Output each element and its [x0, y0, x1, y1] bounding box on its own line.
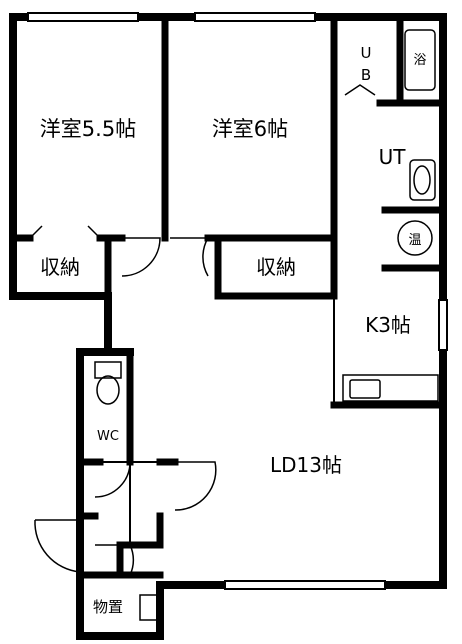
bathtub — [404, 29, 436, 91]
washer-drum — [413, 165, 431, 195]
toilet-bowl — [96, 375, 120, 405]
door-bedroom-a — [29, 225, 101, 239]
label-utility: UT — [379, 145, 407, 169]
window-kitchen — [438, 299, 448, 351]
kitchen-counter — [342, 374, 439, 402]
door-swing-storeroom — [95, 544, 135, 576]
water-heater — [397, 220, 433, 256]
window-living — [224, 580, 386, 590]
window-bedroom-b — [194, 12, 316, 22]
door-unit-bath — [344, 84, 376, 96]
fixtures — [94, 29, 439, 621]
label-unit-bath-b: B — [361, 66, 371, 84]
doors — [29, 84, 376, 576]
door-swing-living — [174, 461, 217, 511]
label-storeroom: 物置 — [93, 598, 123, 616]
storeroom-box — [139, 594, 159, 621]
washing-machine — [409, 159, 436, 201]
door-swing-wc — [94, 461, 131, 498]
kitchen-sink — [349, 379, 381, 399]
label-kitchen: K3帖 — [365, 313, 411, 337]
door-swing-entry — [34, 519, 81, 573]
label-western-room-b: 洋室6帖 — [212, 117, 288, 141]
label-unit-bath-u: U — [361, 44, 372, 62]
label-storage-a: 収納 — [40, 255, 80, 279]
label-living-dining: LD13帖 — [270, 453, 342, 477]
door-swing-bedroom-a — [121, 237, 161, 277]
label-storage-b: 収納 — [256, 255, 296, 279]
windows — [27, 12, 448, 590]
label-toilet: WC — [97, 429, 119, 444]
label-bath-symbol: 浴 — [413, 53, 426, 68]
toilet-tank — [94, 361, 122, 379]
label-western-room-a: 洋室5.5帖 — [40, 117, 136, 141]
window-bedroom-a — [27, 12, 139, 22]
door-swing-bedroom-b — [170, 237, 210, 277]
label-water-heater-symbol: 温 — [408, 233, 421, 248]
